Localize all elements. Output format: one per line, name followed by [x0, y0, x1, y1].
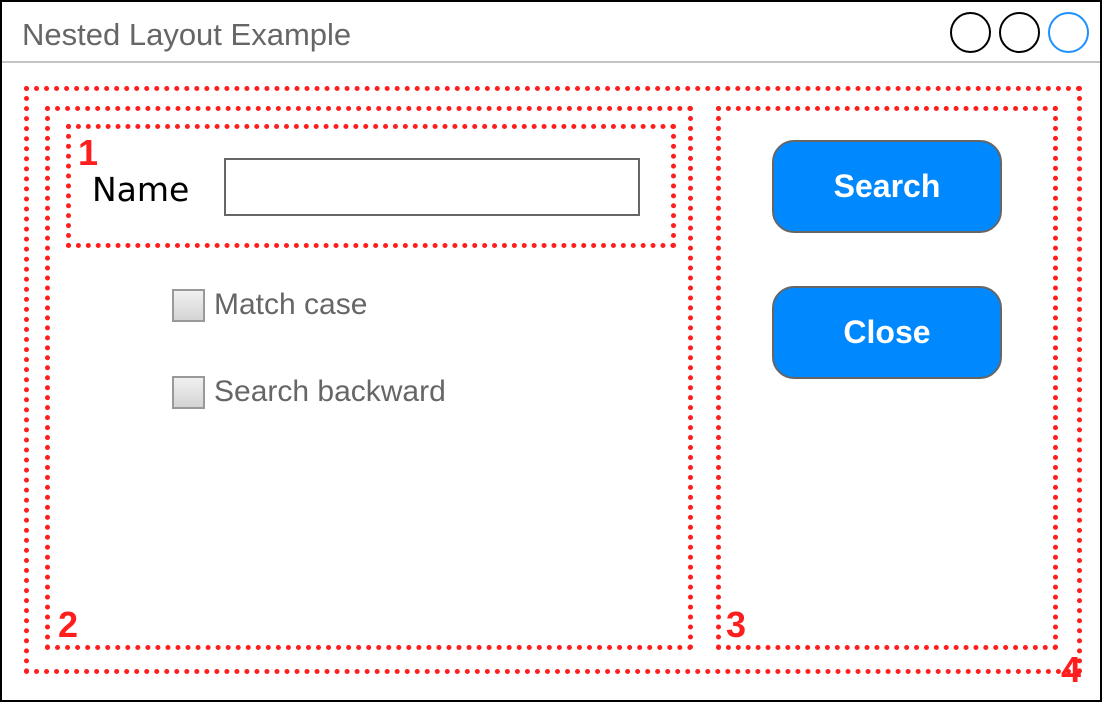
search-backward-label: Search backward — [214, 375, 446, 408]
search-button[interactable]: Search — [772, 140, 1002, 233]
window-title: Nested Layout Example — [22, 17, 352, 52]
region-4-outer-container — [24, 86, 1082, 674]
region-label-1: 1 — [78, 132, 99, 173]
name-input[interactable] — [224, 158, 640, 216]
match-case-option[interactable]: Match case — [172, 288, 367, 322]
region-1-name-row — [66, 124, 676, 248]
region-2-left-panel — [45, 106, 693, 650]
match-case-checkbox[interactable] — [172, 288, 205, 322]
region-label-2: 2 — [58, 604, 79, 645]
window-control-circle-active-icon[interactable] — [1048, 12, 1089, 53]
search-backward-checkbox[interactable] — [172, 375, 205, 409]
name-label: Name — [92, 170, 190, 209]
region-3-button-panel — [716, 106, 1058, 650]
region-label-3: 3 — [726, 604, 747, 645]
match-case-label: Match case — [214, 288, 368, 321]
region-label-4: 4 — [1061, 649, 1082, 690]
title-bar: Nested Layout Example — [2, 2, 1100, 63]
search-backward-option[interactable]: Search backward — [172, 375, 446, 409]
close-button[interactable]: Close — [772, 286, 1002, 379]
window-control-circle-icon[interactable] — [999, 12, 1040, 53]
window-control-circle-icon[interactable] — [950, 12, 991, 53]
